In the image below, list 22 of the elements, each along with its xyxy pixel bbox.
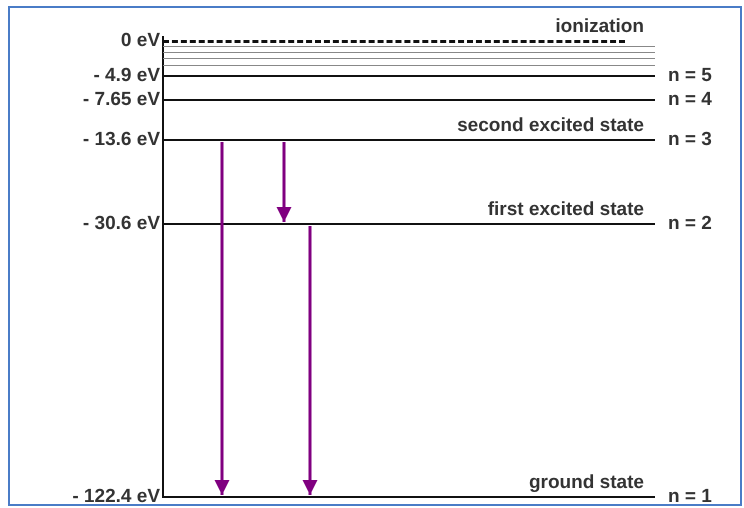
state-name: ground state [528, 473, 644, 493]
energy-level-line [163, 52, 655, 53]
energy-value: - 122.4 eV [72, 487, 160, 507]
state-name: first excited state [488, 200, 644, 220]
energy-level-line [163, 58, 655, 59]
transition-arrow [276, 142, 292, 222]
energy-value: - 4.9 eV [93, 66, 160, 86]
quantum-number: n = 4 [668, 90, 712, 110]
energy-value: - 7.65 eV [82, 90, 160, 110]
transition-arrow [302, 226, 318, 495]
quantum-number: n = 2 [668, 214, 712, 234]
energy-value: - 13.6 eV [82, 130, 160, 150]
quantum-number: n = 3 [668, 130, 712, 150]
quantum-number: n = 1 [668, 487, 712, 507]
quantum-number: n = 5 [668, 66, 712, 86]
state-name: second excited state [457, 116, 644, 136]
energy-value: - 30.6 eV [82, 214, 160, 234]
state-name: ionization [555, 17, 644, 37]
energy-level-line [163, 46, 655, 47]
transition-arrow [214, 142, 230, 495]
energy-value: 0 eV [120, 31, 160, 51]
energy-level-line [163, 65, 655, 66]
